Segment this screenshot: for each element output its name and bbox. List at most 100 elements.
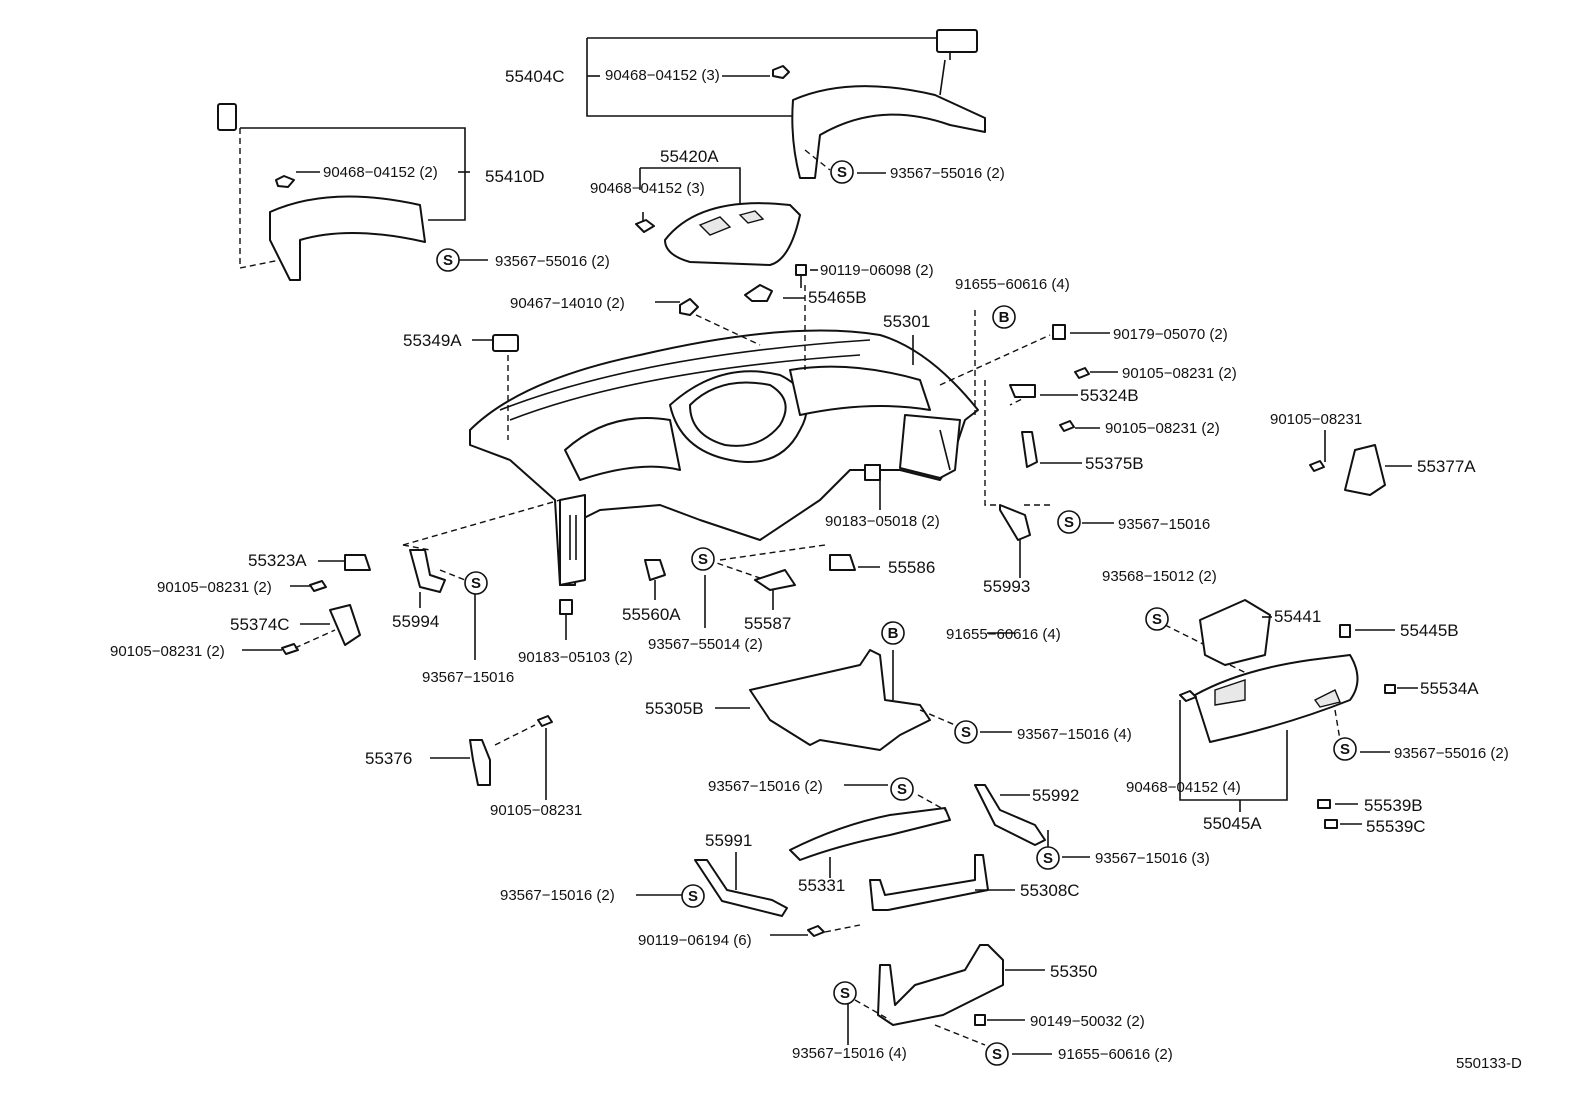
lower-braces <box>430 715 1049 937</box>
label-93567-15016-c: 93567−15016 (4) <box>1017 726 1132 743</box>
label-55350: 55350 <box>1050 962 1097 981</box>
label-93567-15016-d: 93567−15016 (2) <box>708 778 823 795</box>
label-90468-04152-3a: 90468−04152 (3) <box>605 67 720 84</box>
label-90179-05070: 90179−05070 (2) <box>1113 326 1228 343</box>
b-symbol: B <box>881 621 905 645</box>
label-90183-05103: 90183−05103 (2) <box>518 649 633 666</box>
label-90105-08231-c: 90105−08231 <box>1270 411 1362 428</box>
label-93567-15016-e: 93567−15016 (3) <box>1095 850 1210 867</box>
b-symbol: B <box>992 305 1016 329</box>
s-symbol: S <box>1145 607 1169 631</box>
symbols: S S B S S S B S S S S S S S S <box>436 160 1357 1066</box>
svg-text:S: S <box>1043 850 1053 867</box>
label-90468-04152-4: 90468−04152 (4) <box>1126 779 1241 796</box>
label-90105-08231-b: 90105−08231 (2) <box>1105 420 1220 437</box>
svg-text:S: S <box>471 575 481 592</box>
label-55349a: 55349A <box>403 331 462 350</box>
part-55410d-group <box>217 103 488 281</box>
part-55305b <box>715 649 956 751</box>
s-symbol: S <box>830 160 854 184</box>
label-93567-15016-b: 93567−15016 <box>422 669 514 686</box>
svg-text:S: S <box>961 724 971 741</box>
label-55324b: 55324B <box>1080 386 1139 405</box>
label-55410d: 55410D <box>485 167 545 186</box>
label-55539c: 55539C <box>1366 817 1426 836</box>
s-symbol: S <box>1057 510 1081 534</box>
label-55377a: 55377A <box>1417 457 1476 476</box>
s-symbol: S <box>890 777 914 801</box>
label-55376: 55376 <box>365 749 412 768</box>
leader-lines <box>402 285 1311 706</box>
label-90105-08231-d: 90105−08231 (2) <box>157 579 272 596</box>
s-symbol: S <box>833 981 857 1005</box>
svg-text:S: S <box>698 551 708 568</box>
label-55374c: 55374C <box>230 615 290 634</box>
svg-text:S: S <box>897 781 907 798</box>
label-55445b: 55445B <box>1400 621 1459 640</box>
part-55301-dashboard <box>469 329 979 586</box>
svg-text:S: S <box>443 252 453 269</box>
label-90105-08231-a: 90105−08231 (2) <box>1122 365 1237 382</box>
label-93567-15016-a: 93567−15016 <box>1118 516 1210 533</box>
svg-text:S: S <box>1064 514 1074 531</box>
label-93567-55014: 93567−55014 (2) <box>648 636 763 653</box>
s-symbol: S <box>985 1042 1009 1066</box>
s-symbol: S <box>691 547 715 571</box>
label-90105-08231-e: 90105−08231 (2) <box>110 643 225 660</box>
label-91655-60616-b: 91655−60616 (4) <box>946 626 1061 643</box>
svg-text:B: B <box>888 625 899 642</box>
label-90105-08231-f: 90105−08231 <box>490 802 582 819</box>
label-55560a: 55560A <box>622 605 681 624</box>
label-55375b: 55375B <box>1085 454 1144 473</box>
label-55308c: 55308C <box>1020 881 1080 900</box>
part-55350 <box>847 944 1052 1055</box>
code-leaders <box>472 269 1412 858</box>
label-55994: 55994 <box>392 612 439 631</box>
label-55992: 55992 <box>1032 786 1079 805</box>
label-93567-15016-g: 93567−15016 (4) <box>792 1045 907 1062</box>
label-91655-60616-a: 91655−60616 (4) <box>955 276 1070 293</box>
label-90119-06098: 90119−06098 (2) <box>820 262 934 279</box>
label-55993: 55993 <box>983 577 1030 596</box>
label-55539b: 55539B <box>1364 796 1423 815</box>
diagram-code: 550133-D <box>1456 1055 1522 1072</box>
label-90183-05018: 90183−05018 (2) <box>825 513 940 530</box>
label-55465b: 55465B <box>808 288 867 307</box>
label-55420a: 55420A <box>660 147 719 166</box>
svg-text:S: S <box>992 1046 1002 1063</box>
label-90119-06194: 90119−06194 (6) <box>638 932 752 949</box>
lower-left-brackets <box>242 549 880 660</box>
part-55420a-group <box>635 167 801 266</box>
label-93567-55016-b: 93567−55016 (2) <box>495 253 610 270</box>
svg-text:S: S <box>840 985 850 1002</box>
label-93567-15016-f: 93567−15016 (2) <box>500 887 615 904</box>
label-55323a: 55323A <box>248 551 307 570</box>
label-55331: 55331 <box>798 876 845 895</box>
s-symbol: S <box>464 571 488 595</box>
label-55586: 55586 <box>888 558 935 577</box>
label-90149-50032: 90149−50032 (2) <box>1030 1013 1145 1030</box>
s-symbol: S <box>1333 737 1357 761</box>
label-91655-60616-c: 91655−60616 (2) <box>1058 1046 1173 1063</box>
label-55301: 55301 <box>883 312 930 331</box>
svg-text:B: B <box>999 309 1010 326</box>
svg-text:S: S <box>688 888 698 905</box>
label-55404c: 55404C <box>505 67 565 86</box>
svg-text:S: S <box>1340 741 1350 758</box>
label-55305b: 55305B <box>645 699 704 718</box>
label-93567-55016-c: 93567−55016 (2) <box>1394 745 1509 762</box>
labels: 55404C 90468−04152 (3) 55410D 90468−0415… <box>110 67 1522 1072</box>
svg-text:S: S <box>1152 611 1162 628</box>
svg-text:S: S <box>837 164 847 181</box>
part-55404c-group <box>586 29 986 179</box>
s-symbol: S <box>436 248 460 272</box>
label-93567-55016-a: 93567−55016 (2) <box>890 165 1005 182</box>
s-symbol: S <box>954 720 978 744</box>
label-90468-04152-2: 90468−04152 (2) <box>323 164 438 181</box>
s-symbol: S <box>681 884 705 908</box>
label-93568-15012: 93568−15012 (2) <box>1102 568 1217 585</box>
label-55534a: 55534A <box>1420 679 1479 698</box>
part-55045a-group <box>1179 599 1418 829</box>
label-55991: 55991 <box>705 831 752 850</box>
